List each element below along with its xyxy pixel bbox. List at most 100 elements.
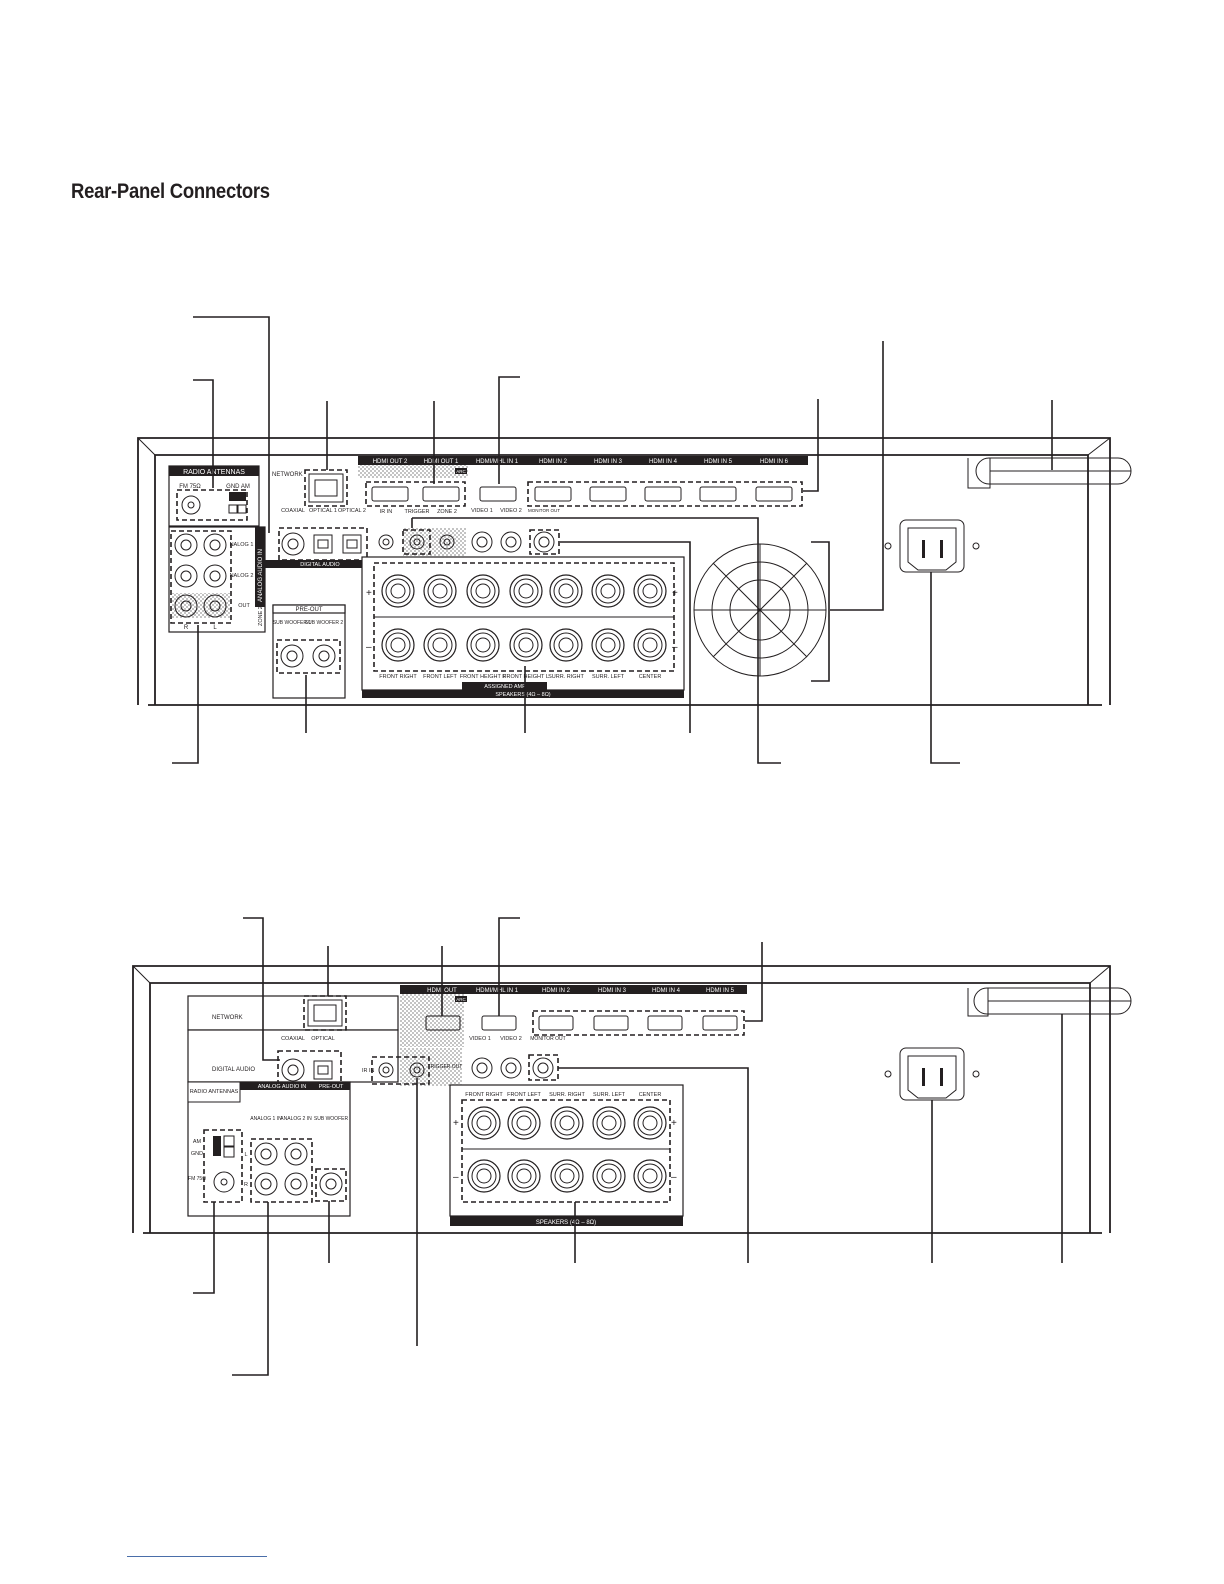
top-optical1-label: OPTICAL 1 bbox=[309, 508, 337, 514]
bottom-coaxial-label: COAXIAL bbox=[281, 1036, 305, 1042]
bottom-speaker-post-neg-4[interactable] bbox=[592, 1159, 626, 1193]
top-speaker-post-neg-1[interactable] bbox=[381, 628, 415, 662]
top-optical1-jack[interactable] bbox=[313, 534, 333, 554]
top-sub2-jack[interactable] bbox=[312, 644, 336, 668]
top-control-jacks[interactable] bbox=[378, 531, 555, 553]
top-speaker-post-neg-7[interactable] bbox=[633, 628, 667, 662]
top-ir-in-label: IR IN bbox=[380, 509, 393, 515]
top-network-label: NETWORK bbox=[272, 472, 303, 478]
bottom-hdmi-in4-label: HDMI IN 4 bbox=[652, 988, 681, 994]
top-control-video-row: IR IN TRIGGER ZONE 2 VIDEO 1 VIDEO 2 MON… bbox=[378, 508, 560, 556]
bottom-hdmi-in5-label: HDMI IN 5 bbox=[706, 988, 735, 994]
bottom-speaker-post-pos-2[interactable] bbox=[507, 1106, 541, 1140]
top-leader-lines bbox=[172, 316, 1053, 764]
bottom-surr-left-label: SURR. LEFT bbox=[593, 1092, 626, 1098]
bottom-speaker-post-pos-4[interactable] bbox=[592, 1106, 626, 1140]
bottom-speaker-post-pos-5[interactable] bbox=[633, 1106, 667, 1140]
bottom-speaker-post-pos-1[interactable] bbox=[467, 1106, 501, 1140]
top-front-height-r-label: FRONT HEIGHT R bbox=[460, 674, 507, 680]
bottom-speaker-post-neg-5[interactable] bbox=[633, 1159, 667, 1193]
top-network-port[interactable] bbox=[308, 473, 344, 503]
top-surr-left-label: SURR. LEFT bbox=[592, 674, 625, 680]
top-analog-jacks[interactable] bbox=[172, 533, 230, 618]
bottom-speaker-post-neg-2[interactable] bbox=[507, 1159, 541, 1193]
bottom-preout-label: PRE-OUT bbox=[319, 1084, 344, 1090]
top-optical2-label: OPTICAL 2 bbox=[338, 508, 366, 514]
bottom-ir-in-jack[interactable] bbox=[378, 1062, 394, 1078]
bottom-hdmi-in2-label: HDMI IN 2 bbox=[542, 988, 571, 994]
top-speaker-post-neg-2[interactable] bbox=[423, 628, 457, 662]
top-front-left-label: FRONT LEFT bbox=[423, 674, 457, 680]
bottom-am-label: AM bbox=[193, 1139, 202, 1145]
top-speaker-post-neg-3[interactable] bbox=[466, 628, 500, 662]
top-surr-right-label: SURR. RIGHT bbox=[548, 674, 584, 680]
top-hdmi-ports[interactable] bbox=[371, 486, 793, 502]
top-hdmi-in2-label: HDMI IN 2 bbox=[539, 459, 568, 465]
top-hdmi-in4-label: HDMI IN 4 bbox=[649, 459, 678, 465]
bottom-hdmi-ports[interactable] bbox=[425, 1015, 738, 1031]
bottom-plus-left: + bbox=[453, 1118, 459, 1129]
top-cooling-fan bbox=[693, 543, 827, 677]
page-title: Rear-Panel Connectors bbox=[71, 180, 270, 203]
bottom-speaker-post-pos-3[interactable] bbox=[550, 1106, 584, 1140]
bottom-arc-label: ARC bbox=[456, 997, 466, 1002]
bottom-speaker-terminals[interactable] bbox=[467, 1106, 667, 1193]
top-speaker-post-pos-5[interactable] bbox=[549, 574, 583, 608]
bottom-speaker-post-neg-1[interactable] bbox=[467, 1159, 501, 1193]
bottom-monitor-out-label: MONITOR OUT bbox=[530, 1036, 565, 1042]
top-preout-block: PRE-OUT SUB WOOFER 1 SUB WOOFER 2 bbox=[272, 604, 346, 699]
footer-rule bbox=[127, 1556, 267, 1557]
top-speaker-post-pos-2[interactable] bbox=[423, 574, 457, 608]
top-speaker-post-pos-7[interactable] bbox=[633, 574, 667, 608]
top-radio-antennas-label: RADIO ANTENNAS bbox=[183, 469, 245, 476]
bottom-ac-power-inlet[interactable] bbox=[884, 1047, 980, 1101]
bottom-antenna-analog-block: RADIO ANTENNAS ANALOG AUDIO IN PRE-OUT A… bbox=[187, 1081, 351, 1217]
bottom-video-jacks[interactable] bbox=[471, 1057, 554, 1079]
top-radio-antennas: RADIO ANTENNAS FM 75Ω GND AM bbox=[168, 465, 260, 527]
bottom-video1-label: VIDEO 1 bbox=[469, 1036, 491, 1042]
bottom-minus-left: – bbox=[453, 1172, 459, 1183]
top-speaker-post-pos-3[interactable] bbox=[466, 574, 500, 608]
top-speakers-label: SPEAKERS (4Ω – 8Ω) bbox=[495, 692, 550, 698]
top-speaker-post-neg-5[interactable] bbox=[549, 628, 583, 662]
top-minus-right: – bbox=[672, 642, 678, 653]
top-plus-right: + bbox=[672, 588, 678, 599]
bottom-l-label: L bbox=[244, 1152, 247, 1158]
bottom-trigger-out-jack[interactable] bbox=[409, 1062, 425, 1078]
top-analog-audio-block: ANALOG AUDIO IN NALOG 1 IN NALOG 2 IN OU… bbox=[168, 526, 266, 633]
top-ac-power-inlet[interactable] bbox=[884, 519, 980, 573]
top-speaker-post-pos-1[interactable] bbox=[381, 574, 415, 608]
top-speaker-post-pos-6[interactable] bbox=[591, 574, 625, 608]
bottom-speaker-block: SPEAKERS (4Ω – 8Ω) FRONT RIGHT FRONT LEF… bbox=[449, 1084, 684, 1226]
top-mhl-in1-label: HDMI/MHL IN 1 bbox=[476, 459, 519, 465]
top-r-label: R bbox=[184, 625, 189, 631]
top-optical2-jack[interactable] bbox=[342, 534, 362, 554]
bottom-analog1-label: ANALOG 1 IN bbox=[250, 1116, 282, 1122]
top-analog2-label: NALOG 2 IN bbox=[230, 573, 261, 579]
bottom-analog2-label: ANALOG 2 IN bbox=[280, 1116, 312, 1122]
top-fm-jack[interactable] bbox=[181, 495, 201, 515]
bottom-gnd-label: GND bbox=[191, 1151, 203, 1157]
top-speaker-post-neg-4[interactable] bbox=[509, 628, 543, 662]
top-hdmi-in3-label: HDMI IN 3 bbox=[594, 459, 623, 465]
top-coaxial-jack[interactable] bbox=[281, 532, 305, 556]
top-speaker-terminals[interactable] bbox=[381, 574, 667, 662]
bottom-leader-lines bbox=[193, 917, 1063, 1376]
top-sub1-jack[interactable] bbox=[280, 644, 304, 668]
top-video1-label: VIDEO 1 bbox=[471, 508, 493, 514]
bottom-video2-label: VIDEO 2 bbox=[500, 1036, 522, 1042]
top-video2-label: VIDEO 2 bbox=[500, 508, 522, 514]
bottom-fm-jack[interactable] bbox=[213, 1171, 235, 1193]
bottom-coaxial-jack[interactable] bbox=[281, 1058, 305, 1082]
top-speaker-post-neg-6[interactable] bbox=[591, 628, 625, 662]
top-front-right-label: FRONT RIGHT bbox=[379, 674, 417, 680]
top-analog-audio-in-label: ANALOG AUDIO IN bbox=[258, 549, 264, 602]
bottom-network-port[interactable] bbox=[307, 999, 343, 1027]
bottom-ir-trigger: IR IN TRIGGER OUT bbox=[362, 1048, 462, 1086]
top-speaker-post-pos-4[interactable] bbox=[509, 574, 543, 608]
top-assigned-amp-label: ASSIGNED AMP bbox=[484, 684, 526, 690]
top-hdmi-in6-label: HDMI IN 6 bbox=[760, 459, 789, 465]
bottom-speaker-post-neg-3[interactable] bbox=[550, 1159, 584, 1193]
bottom-analog-jacks[interactable] bbox=[254, 1142, 343, 1196]
bottom-optical-jack[interactable] bbox=[313, 1060, 333, 1080]
